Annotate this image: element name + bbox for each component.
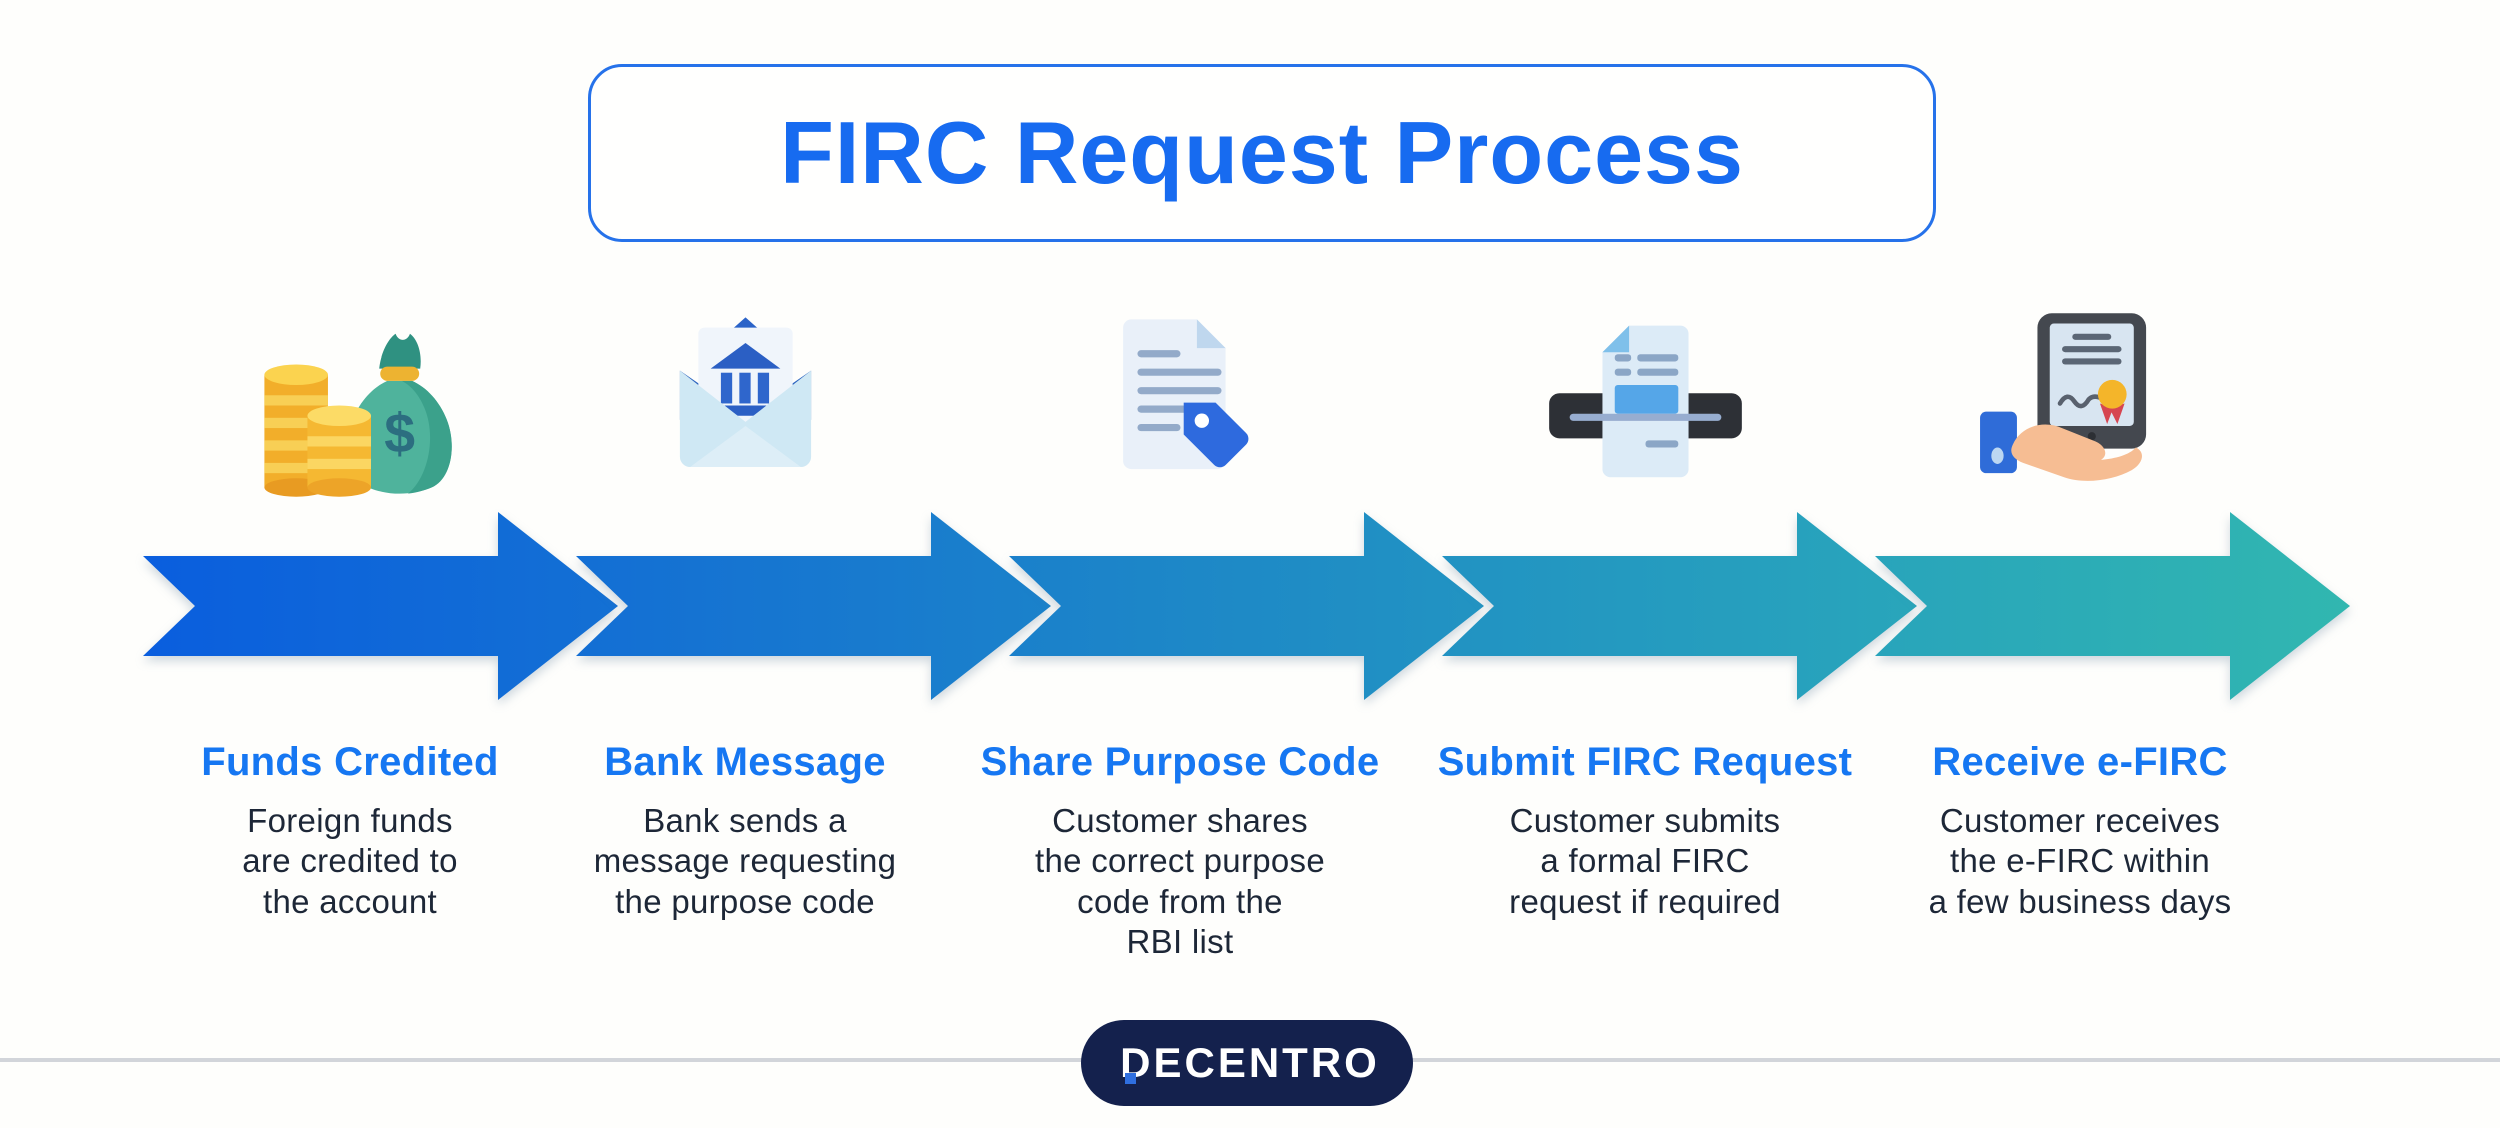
money-funds-icon: $ (245, 295, 455, 505)
step-bank-message: Bank Message Bank sends a message reques… (515, 285, 975, 975)
price-tag (1183, 402, 1248, 468)
hand (1979, 411, 2142, 481)
step-description: Foreign funds are credited to the accoun… (242, 802, 458, 920)
step-funds-credited: $ Funds (120, 285, 580, 975)
step-submit-firc-request: Submit FIRC Request Customer submits a f… (1415, 285, 1875, 975)
step-description: Customer shares the correct purpose code… (1034, 802, 1326, 960)
step-receive-efirc: Receive e-FIRC Customer receives the e-F… (1850, 285, 2310, 975)
title-box: FIRC Request Process (588, 64, 1936, 242)
step-share-purpose-code: Share Purpose Code Customer shares the c… (950, 285, 1410, 975)
document-lines (1614, 354, 1678, 448)
coin-stack-short (306, 405, 371, 497)
svg-text:$: $ (384, 403, 415, 465)
step-title: Submit FIRC Request (1437, 740, 1853, 784)
step-title: Receive e-FIRC (1932, 740, 2228, 784)
hand-tablet-certificate-icon (1975, 295, 2185, 505)
money-bag: $ (347, 333, 452, 494)
step-title: Share Purpose Code (980, 740, 1380, 784)
bank-mail-icon (640, 295, 850, 505)
brand-dot (1125, 1073, 1136, 1084)
certificate-lines (2061, 333, 2121, 365)
brand-name: DECENTRO (1120, 1039, 1380, 1086)
step-description: Customer receives the e-FIRC within a fe… (1928, 802, 2232, 920)
page-title: FIRC Request Process (780, 103, 1744, 202)
step-description: Bank sends a message requesting the purp… (593, 802, 897, 920)
decentro-logo: DECENTRO (1081, 1020, 1413, 1106)
award-seal (2097, 379, 2127, 424)
document-lines (1136, 350, 1221, 432)
document-tag-icon (1075, 295, 1285, 505)
scan-document-icon (1540, 295, 1750, 505)
step-title: Bank Message (604, 740, 886, 784)
step-title: Funds Credited (201, 740, 499, 784)
step-description: Customer submits a formal FIRC request i… (1509, 802, 1781, 920)
signature (2057, 394, 2101, 409)
